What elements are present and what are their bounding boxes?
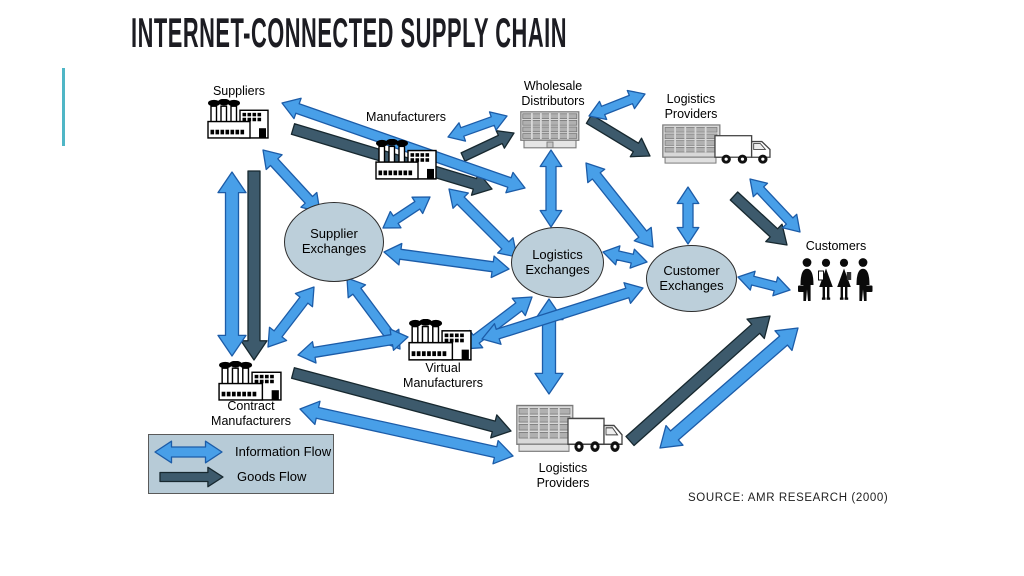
information-flow-arrow [585,162,654,248]
source-credit: SOURCE: AMR RESEARCH (2000) [688,492,889,504]
information-flow-arrow [346,277,401,350]
information-flow-arrow [262,149,321,213]
information-flow-arrow [462,296,533,350]
manufacturers-factory-icon [375,139,437,180]
legend-arrow-samples [154,440,224,488]
logistics-providers-top-label: Logistics Providers [664,92,718,121]
page-title: INTERNET-CONNECTED SUPPLY CHAIN [131,9,567,56]
information-flow-arrow [749,178,801,233]
goods-flow-arrow [460,130,515,162]
information-flow-arrow [602,245,648,269]
customers-people-icon [798,257,873,302]
information-flow-arrow [659,327,799,449]
suppliers-label: Suppliers [212,84,266,98]
wholesale-building-icon [520,111,580,149]
legend-box: Information Flow Goods Flow [148,434,334,494]
information-flow-arrow [297,328,409,364]
node-supplier-exchanges: Supplier Exchanges [284,202,384,282]
information-flow-arrow [382,196,431,229]
information-flow-arrow [448,188,518,258]
logistics-exchanges-label: Logistics Exchanges [525,246,590,277]
information-flow-arrow [588,89,646,121]
information-flow-arrow [154,440,223,464]
information-flow-arrow [299,400,514,465]
node-logistics-exchanges: Logistics Exchanges [511,227,604,298]
manufacturers-label: Manufacturers [366,110,446,124]
goods-flow-arrow [290,367,512,439]
information-flow-arrow [383,242,510,279]
information-flow-arrow [217,171,247,357]
information-flow-arrow [539,149,563,228]
goods-flow-arrow [729,191,788,246]
goods-flow-arrow [159,466,224,488]
information-flow-arrow [447,111,508,142]
accent-line [62,68,65,146]
supplier-exchanges-label: Supplier Exchanges [301,226,367,256]
customers-label: Customers [805,239,867,253]
suppliers-factory-icon [207,99,269,139]
information-flow-arrow [267,286,315,348]
contract-manufacturers-factory-icon [218,361,282,401]
information-flow-arrow [676,186,700,245]
goods-flow-arrow [625,315,771,447]
contract-manufacturers-label: Contract Manufacturers [211,399,291,428]
logistics-providers-top-truck-icon [662,124,771,165]
wholesale-distributors-label: Wholesale Distributors [521,79,585,108]
information-flow-arrow [481,282,644,345]
virtual-manufacturers-factory-icon [408,319,472,361]
goods-flow-arrow [240,170,268,361]
customer-exchanges-label: Customer Exchanges [659,262,724,293]
logistics-providers-bottom-label: Logistics Providers [536,461,590,490]
virtual-manufacturers-label: Virtual Manufacturers [403,361,483,390]
logistics-providers-bottom-truck-icon [516,404,623,453]
node-customer-exchanges: Customer Exchanges [646,245,737,312]
goods-flow-arrow [585,114,651,158]
information-flow-arrow [737,270,791,297]
goods-flow-label: Goods Flow [237,469,307,484]
information-flow-label: Information Flow [235,444,332,459]
